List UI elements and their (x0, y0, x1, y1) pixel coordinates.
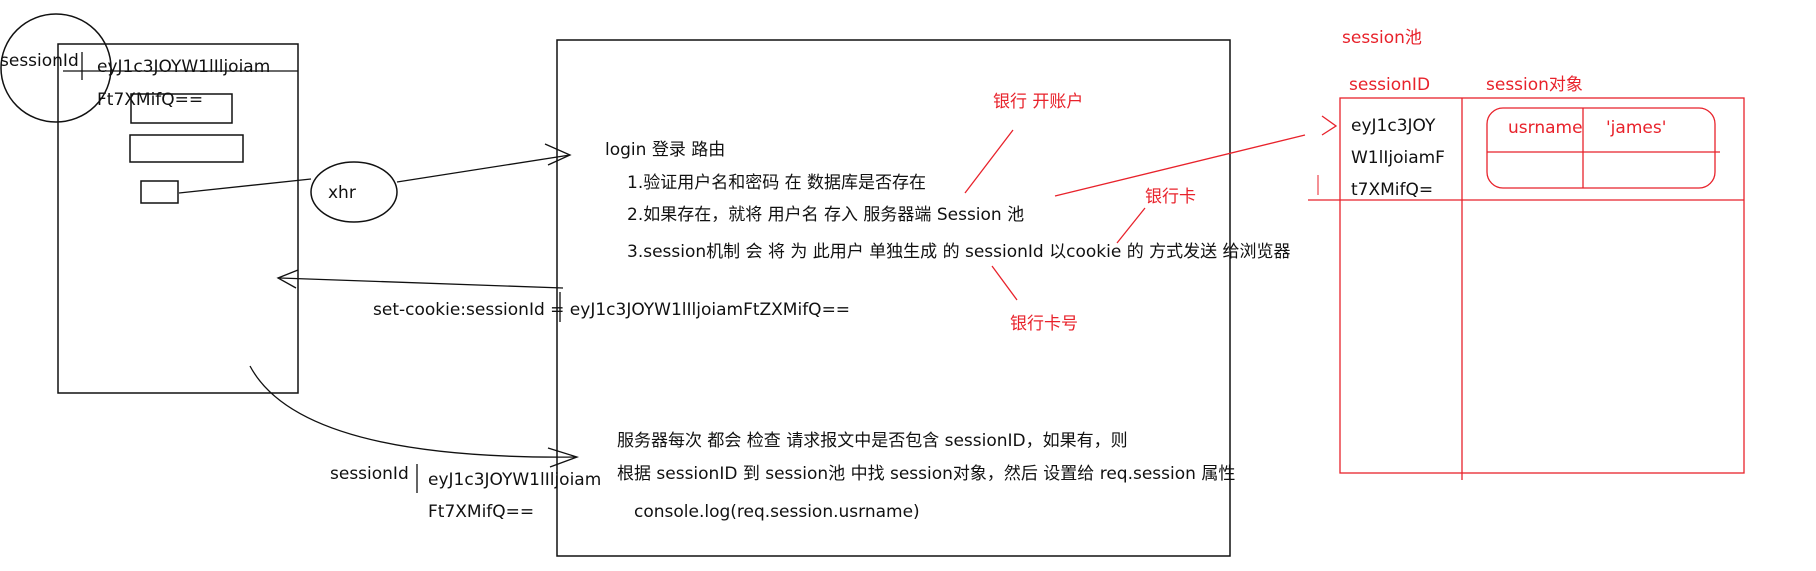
xhr-to-server-line (396, 154, 571, 183)
pool-header-session-id: sessionID (1349, 75, 1431, 95)
pool-session-id-line-3: t7XMifQ= (1351, 180, 1434, 200)
request-arrowhead (547, 447, 580, 468)
response-arrowhead (276, 269, 299, 289)
login-step-3: 3.session机制 会 将 为 此用户 单独生成 的 sessionId 以… (627, 242, 1291, 262)
login-step-1: 1.验证用户名和密码 在 数据库是否存在 (627, 173, 927, 193)
pool-arrow-line (1054, 134, 1306, 197)
session-cookie-ellipse (0, 13, 112, 123)
server-check-line-1: 服务器每次 都会 检查 请求报文中是否包含 sessionID，如果有，则 (617, 431, 1128, 451)
server-box (556, 39, 1231, 557)
pool-session-id-line-2: W1lIjoiamF (1351, 148, 1445, 168)
open-account-pointer (964, 129, 1014, 194)
browser-cookie-part1: eyJ1c3JOYW1lIljoiam (97, 57, 271, 77)
login-button-box (140, 180, 179, 204)
login-step-2: 2.如果存在，就将 用户名 存入 服务器端 Session 池 (627, 205, 1025, 225)
annotation-bank-card: 银行卡 (1145, 187, 1196, 207)
password-input-box (129, 134, 244, 163)
button-to-xhr-line (178, 178, 312, 194)
xhr-label: xhr (328, 183, 356, 203)
request-curve (249, 365, 576, 458)
response-line (279, 277, 564, 289)
xhr-arrowhead (544, 143, 572, 166)
pool-header-session-object: session对象 (1486, 75, 1583, 95)
console-log-line: console.log(req.session.usrname) (634, 502, 920, 522)
session-object-box (1486, 107, 1716, 189)
xhr-ellipse (310, 161, 398, 223)
pool-arrowhead (1321, 115, 1338, 136)
card-number-pointer (991, 265, 1018, 301)
login-route-title: login 登录 路由 (605, 140, 726, 160)
session-object-key: usrname (1508, 118, 1583, 138)
browser-session-label: sessionId (0, 51, 79, 71)
browser-cookie-part2: Ft7XMifQ== (97, 90, 204, 110)
set-cookie-text: set-cookie:sessionId = eyJ1c3JOYW1lIljoi… (373, 300, 851, 320)
annotation-card-number: 银行卡号 (1010, 314, 1078, 334)
session-object-value: 'james' (1606, 118, 1667, 138)
bank-card-pointer (1116, 207, 1146, 244)
request-cookie-part2: Ft7XMifQ== (428, 502, 535, 522)
session-pool-title: session池 (1342, 28, 1422, 48)
server-check-line-2: 根据 sessionID 到 session池 中找 session对象，然后 … (617, 464, 1236, 484)
browser-window-box (57, 43, 299, 394)
pool-session-id-line-1: eyJ1c3JOY (1351, 116, 1436, 136)
pool-table-box (1339, 97, 1745, 474)
request-cookie-part1: eyJ1c3JOYW1lIljoiam (428, 470, 602, 490)
request-session-label: sessionId (330, 464, 409, 484)
username-input-box (130, 93, 233, 124)
annotation-open-account: 银行 开账户 (993, 92, 1084, 112)
